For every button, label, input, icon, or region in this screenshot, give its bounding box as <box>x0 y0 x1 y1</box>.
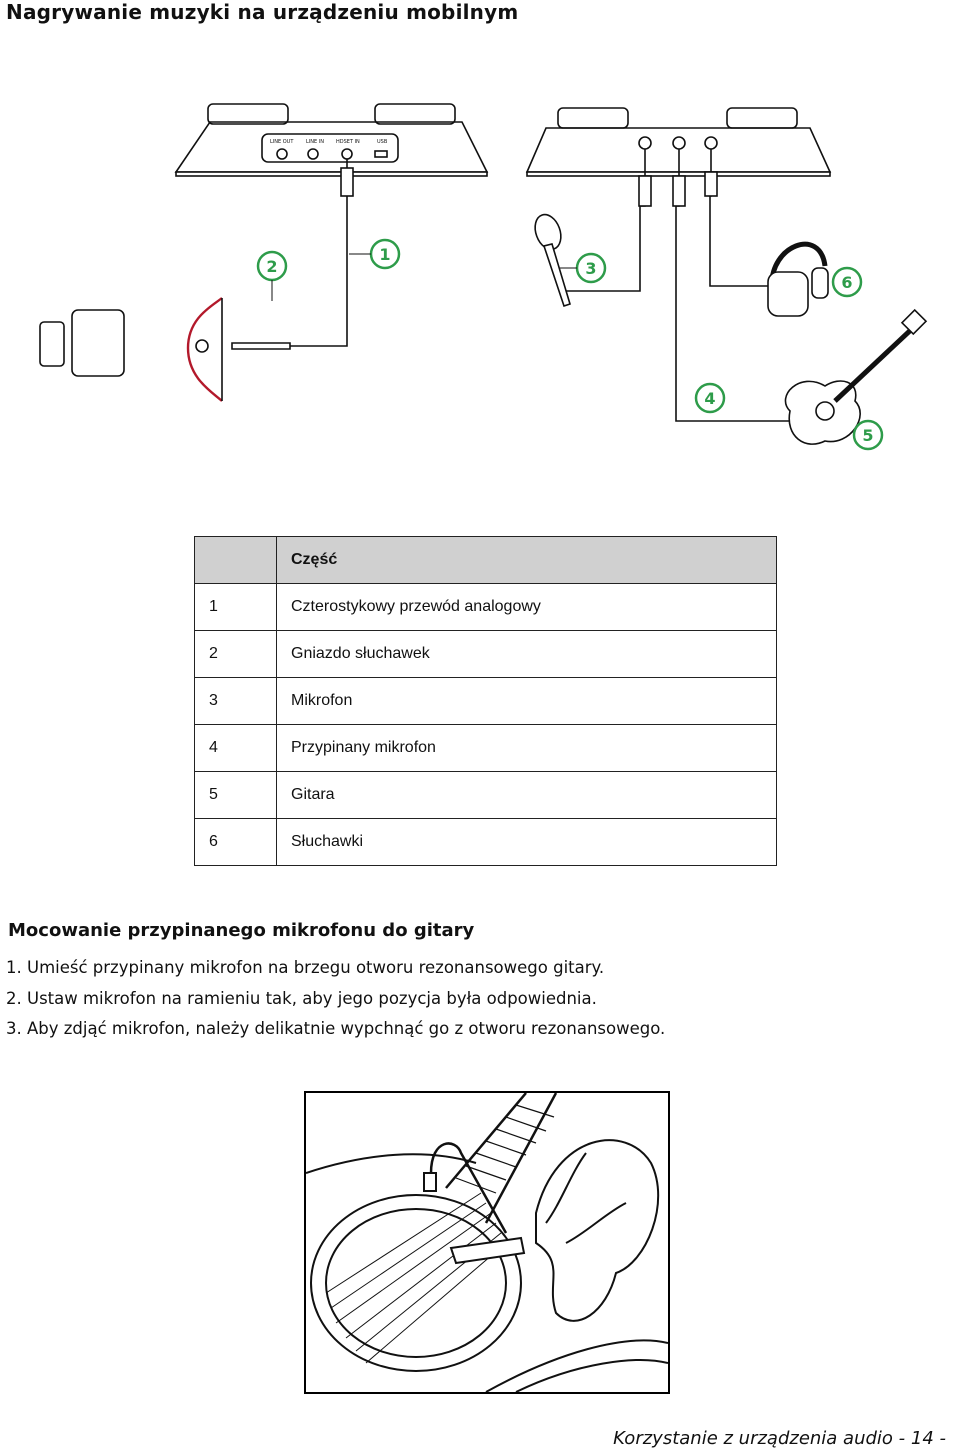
page-footer: Korzystanie z urządzenia audio - 14 - <box>613 1428 946 1449</box>
row-label: Przypinany mikrofon <box>276 724 777 772</box>
guitar-clip-illustration <box>304 1091 670 1394</box>
table-header-empty <box>194 536 277 584</box>
callout-4: 4 <box>694 382 726 414</box>
instruction-steps: 1. Umieść przypinany mikrofon na brzegu … <box>6 957 665 1049</box>
callout-3: 3 <box>575 252 607 284</box>
svg-text:4: 4 <box>704 389 715 408</box>
guitar-hand-drawing <box>306 1093 668 1392</box>
callout-2: 2 <box>256 250 288 282</box>
step-3: 3. Aby zdjąć mikrofon, należy delikatnie… <box>6 1019 666 1038</box>
callout-6: 6 <box>831 266 863 298</box>
svg-text:3: 3 <box>585 259 596 278</box>
port-label-line-in: LINE IN <box>306 139 324 145</box>
headphones-icon <box>767 241 829 317</box>
row-label: Mikrofon <box>276 677 777 725</box>
section-heading: Mocowanie przypinanego mikrofonu do gita… <box>8 920 475 941</box>
guitar-icon <box>784 308 928 445</box>
row-label: Słuchawki <box>276 818 777 866</box>
svg-text:2: 2 <box>266 257 277 276</box>
connection-diagram: LINE OUT LINE IN HDSET IN USB 1 2 3 4 5 … <box>39 103 928 451</box>
callout-1: 1 <box>369 238 401 270</box>
row-number: 5 <box>194 771 277 819</box>
row-number: 6 <box>194 818 277 866</box>
table-header-row: Część <box>194 536 777 584</box>
row-number: 3 <box>194 677 277 725</box>
port-label-hdset-in: HDSET IN <box>336 139 360 145</box>
svg-text:1: 1 <box>379 245 390 264</box>
row-label: Czterostykowy przewód analogowy <box>276 583 777 631</box>
row-number: 2 <box>194 630 277 678</box>
port-label-line-out: LINE OUT <box>270 139 294 145</box>
step-2: 2. Ustaw mikrofon na ramieniu tak, aby j… <box>6 988 597 1008</box>
callout-5: 5 <box>852 419 884 451</box>
tablet-icon <box>71 309 125 377</box>
table-header: Część <box>276 536 777 584</box>
svg-text:5: 5 <box>862 426 873 445</box>
port-label-usb: USB <box>377 139 388 145</box>
page-title: Nagrywanie muzyki na urządzeniu mobilnym <box>6 0 519 24</box>
svg-text:6: 6 <box>841 273 852 292</box>
phone-icon <box>39 321 65 367</box>
row-number: 1 <box>194 583 277 631</box>
microphone-icon <box>534 213 571 308</box>
audio-device-back <box>174 103 489 177</box>
row-label: Gitara <box>276 771 777 819</box>
row-label: Gniazdo słuchawek <box>276 630 777 678</box>
row-number: 4 <box>194 724 277 772</box>
step-1: 1. Umieść przypinany mikrofon na brzegu … <box>6 958 605 977</box>
